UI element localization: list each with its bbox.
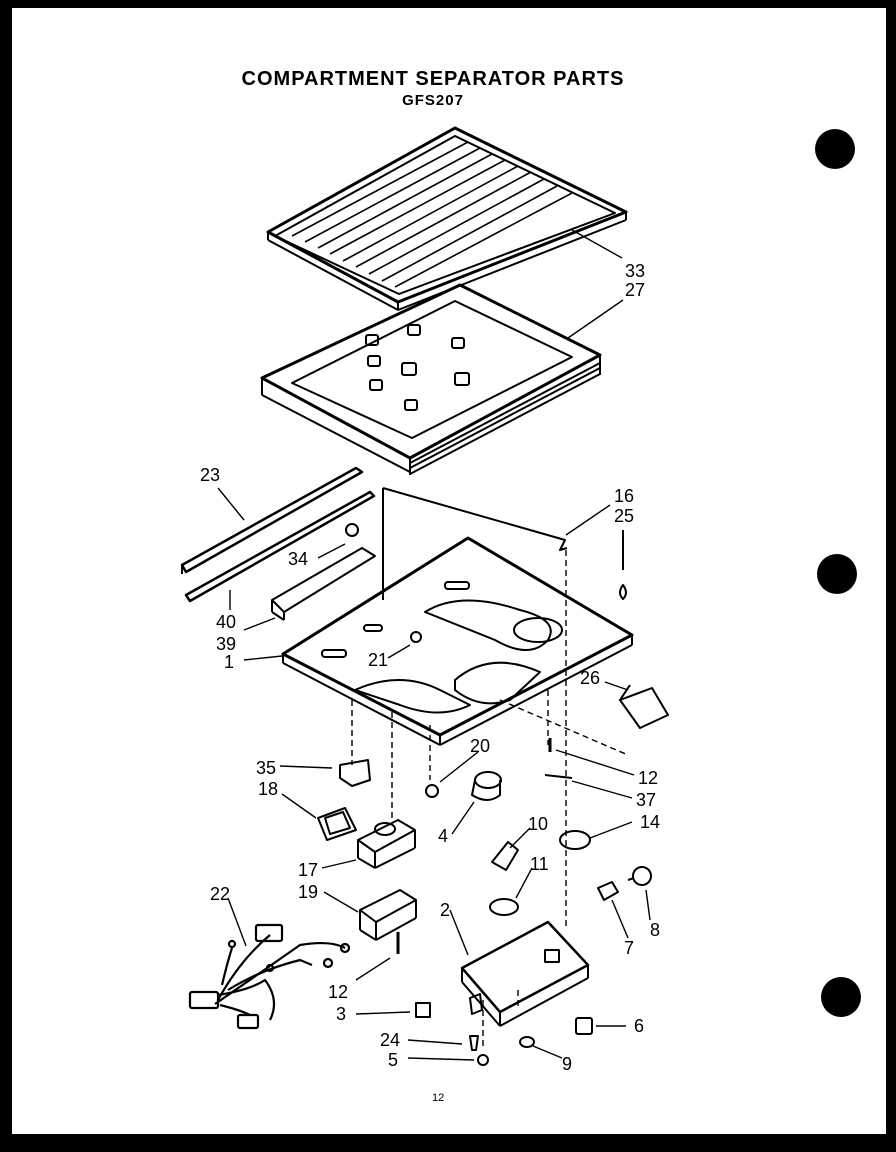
- callout-25: 25: [614, 506, 634, 526]
- callout-19: 19: [298, 882, 318, 902]
- callout-1: 1: [224, 652, 234, 672]
- part-3-clip: [415, 1002, 431, 1018]
- part-22-wire-harness: [188, 923, 351, 1030]
- callout-10: 10: [528, 814, 548, 834]
- scan-border-right: [886, 0, 896, 1152]
- part-14-knob: [559, 830, 591, 850]
- binder-hole-bottom: [821, 977, 861, 1017]
- callout-27: 27: [625, 280, 645, 300]
- callout-7: 7: [624, 938, 634, 958]
- callout-4: 4: [438, 826, 448, 846]
- binder-hole-middle: [817, 554, 857, 594]
- part-20-knob: [425, 784, 439, 798]
- callout-35: 35: [256, 758, 276, 778]
- part-35-clip: [339, 759, 371, 787]
- part-23-strip: [180, 466, 364, 574]
- part-4-knob: [471, 771, 502, 801]
- callout-26: 26: [580, 668, 600, 688]
- callout-5: 5: [388, 1050, 398, 1070]
- callout-24: 24: [380, 1030, 400, 1050]
- callout-11: 11: [530, 854, 549, 874]
- part-10-switch: [491, 841, 519, 871]
- part-19-housing: [359, 889, 417, 941]
- scan-border-top: [0, 0, 896, 8]
- part-17-housing: [357, 819, 416, 869]
- part-2-control-bracket: [460, 920, 590, 1027]
- callout-33: 33: [625, 261, 645, 281]
- part-7-socket: [597, 881, 619, 901]
- part-11-bushing: [489, 898, 519, 916]
- scan-border-bottom: [0, 1134, 896, 1152]
- callout-39: 39: [216, 634, 236, 654]
- callout-8: 8: [650, 920, 660, 940]
- callout-17: 17: [298, 860, 318, 880]
- callout-3: 3: [336, 1004, 346, 1024]
- part-24-screw: [469, 1035, 479, 1051]
- callout-9: 9: [562, 1054, 572, 1074]
- part-18-lens: [317, 807, 357, 841]
- callout-12-lower: 12: [328, 982, 348, 1002]
- callout-18: 18: [258, 779, 278, 799]
- part-9-grommet: [519, 1036, 535, 1048]
- part-25-pin: [619, 584, 627, 600]
- part-34-bracket: [271, 547, 376, 621]
- callout-21: 21: [368, 650, 388, 670]
- callout-2: 2: [440, 900, 450, 920]
- callout-37: 37: [636, 790, 656, 810]
- binder-hole-top: [815, 129, 855, 169]
- diagram-title: COMPARTMENT SEPARATOR PARTS: [241, 68, 625, 90]
- callout-40: 40: [216, 612, 236, 632]
- part-40-strip: [184, 490, 376, 603]
- part-27-tray: [260, 283, 602, 475]
- callout-22: 22: [210, 884, 230, 904]
- callout-16: 16: [614, 486, 634, 506]
- callout-23: 23: [200, 465, 220, 485]
- part-5-screw: [477, 1054, 489, 1066]
- callout-34: 34: [288, 549, 308, 569]
- callout-20: 20: [470, 736, 490, 756]
- part-37-clip: [544, 774, 573, 779]
- callout-14: 14: [640, 812, 660, 832]
- callout-6: 6: [634, 1016, 644, 1036]
- part-8-bulb: [627, 866, 652, 886]
- part-26-insulation: [619, 687, 669, 729]
- part-6-plug: [575, 1017, 593, 1035]
- model-number: GFS207: [402, 92, 464, 109]
- part-1-separator: [281, 487, 634, 746]
- scan-border-left: [0, 0, 12, 1152]
- part-34-knob: [345, 523, 359, 537]
- part-21-fastener: [410, 631, 422, 643]
- page-number: 12: [432, 1092, 445, 1104]
- part-33-grille: [266, 126, 628, 311]
- callout-12-upper: 12: [638, 768, 658, 788]
